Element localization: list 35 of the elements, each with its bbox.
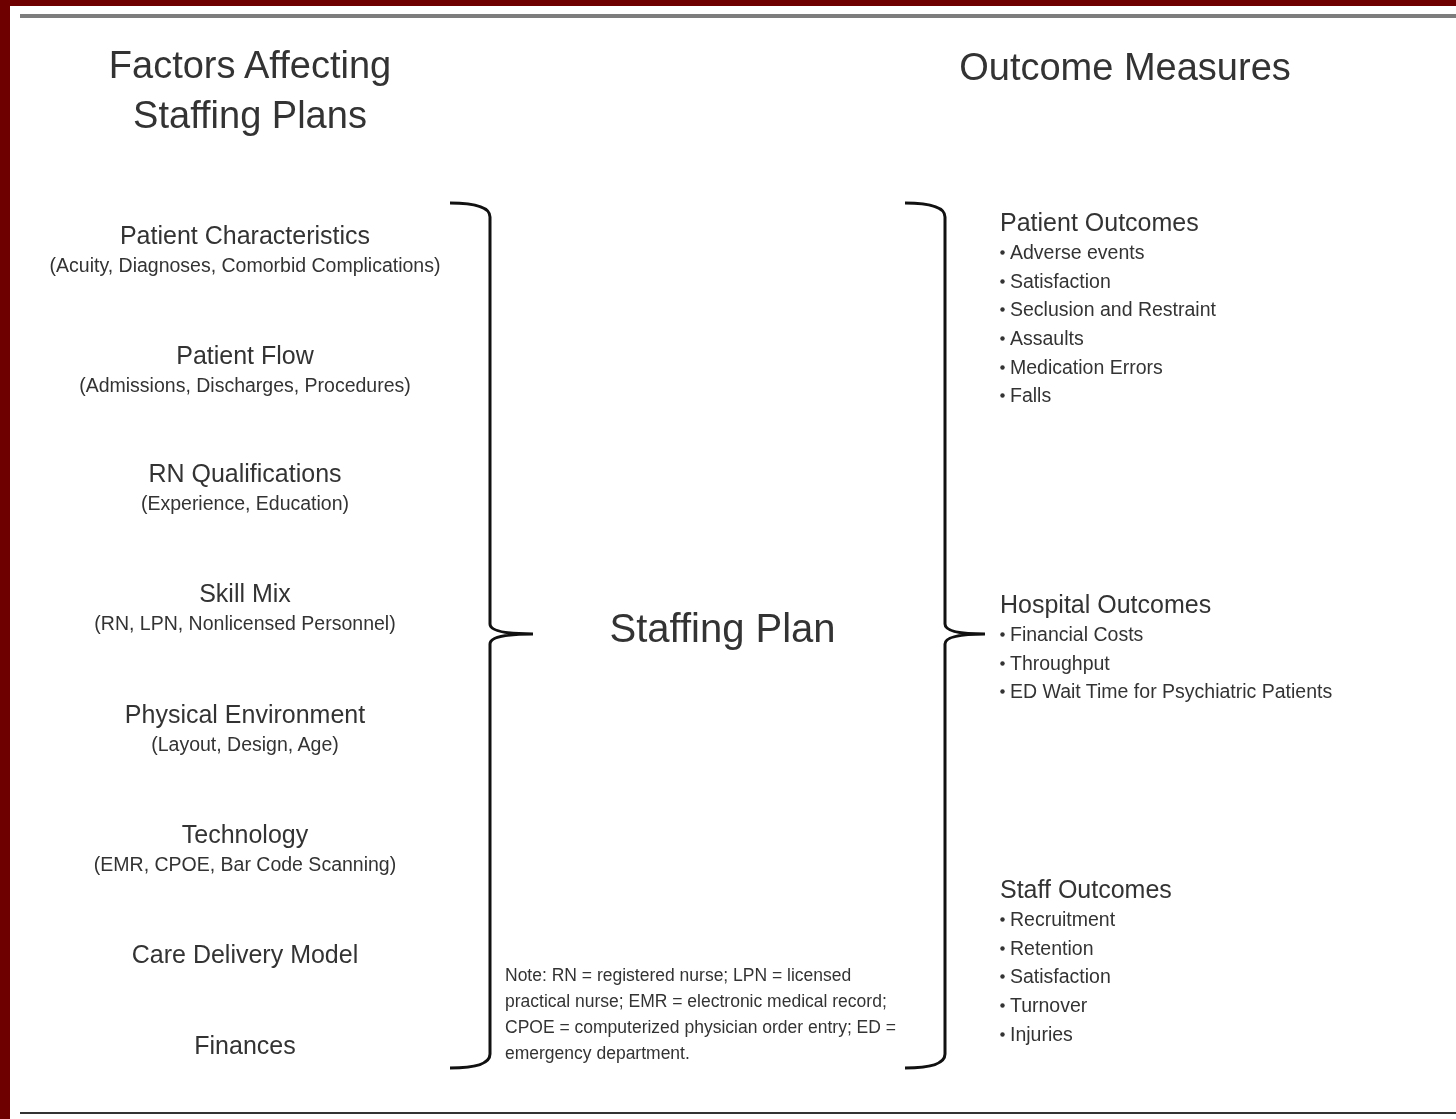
- factor-details: (Admissions, Discharges, Procedures): [79, 373, 411, 398]
- bullet-item: Recruitment: [1010, 907, 1116, 931]
- bullet-item: Injuries: [1010, 1022, 1073, 1046]
- factor-title: RN Qualifications: [148, 458, 342, 489]
- bullet-item: Medication Errors: [1010, 355, 1163, 379]
- outcome-heading: Staff Outcomes: [1000, 874, 1172, 905]
- central-label: Staffing Plan: [545, 598, 900, 658]
- factor-title: Patient Flow: [176, 340, 314, 371]
- column-heading: Outcome Measures: [958, 45, 1292, 90]
- factor-details: (EMR, CPOE, Bar Code Scanning): [93, 852, 397, 877]
- bullet-item: Seclusion and Restraint: [1010, 298, 1216, 322]
- factor-title: Skill Mix: [199, 578, 291, 609]
- bullet-item: Turnover: [1010, 993, 1088, 1017]
- bullet-item: Throughput: [1010, 651, 1110, 675]
- factor-details: (RN, LPN, Nonlicensed Personnel): [94, 611, 396, 636]
- outcome-heading: Patient Outcomes: [1000, 207, 1199, 238]
- bullet-item: Satisfaction: [1010, 965, 1111, 989]
- bullet-item: ED Wait Time for Psychiatric Patients: [1010, 680, 1333, 704]
- bullet-item: Satisfaction: [1010, 269, 1111, 293]
- footnote: Note: RN = registered nurse; LPN = licensed practical nurse; EMR = electronic medical record; CPOE = computerized physician order entry; ED = emergency department.: [505, 964, 897, 1065]
- factor-details: (Acuity, Diagnoses, Comorbid Complications): [49, 253, 441, 278]
- factor-title: Technology: [181, 819, 309, 850]
- bullet-item: Financial Costs: [1010, 622, 1144, 646]
- column-heading: Factors Affecting Staffing Plans: [107, 43, 393, 138]
- factor-title: Care Delivery Model: [131, 939, 359, 970]
- bullet-item: Retention: [1010, 936, 1094, 960]
- factor-details: (Layout, Design, Age): [151, 732, 339, 757]
- bullet-item: Assaults: [1010, 326, 1084, 350]
- factor-details: (Experience, Education): [140, 491, 350, 516]
- factor-title: Finances: [194, 1030, 296, 1061]
- bullet-item: Adverse events: [1010, 240, 1145, 264]
- bullet-item: Falls: [1010, 384, 1052, 408]
- factor-title: Patient Characteristics: [119, 220, 371, 251]
- outcome-heading: Hospital Outcomes: [1000, 589, 1212, 620]
- factor-title: Physical Environment: [124, 699, 366, 730]
